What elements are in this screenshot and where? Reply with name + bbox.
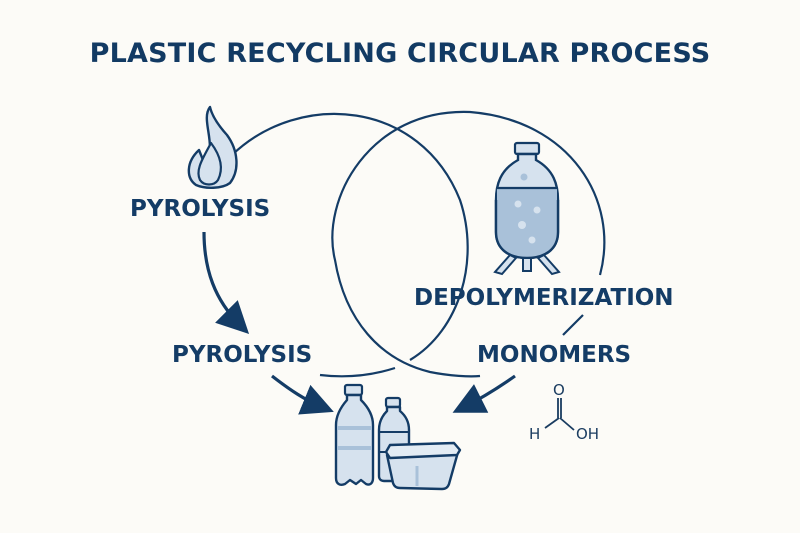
formic-acid-structure-icon: [544, 398, 575, 431]
left-cycle-circle: [231, 112, 469, 378]
monomers-label: MONOMERS: [477, 342, 632, 368]
diagram-title: PLASTIC RECYCLING CIRCULAR PROCESS: [89, 38, 711, 69]
hydroxyl-group-label: OH: [576, 425, 600, 443]
arrow-pyrolysis-down: [202, 231, 250, 335]
depolymerization-label: DEPOLYMERIZATION: [414, 285, 674, 311]
arrow-monomers-to-products: [452, 374, 516, 413]
reactor-vessel-icon: [493, 141, 561, 276]
large-bottle-icon: [334, 383, 375, 486]
flame-icon: [187, 105, 238, 189]
atom-oxygen-label: O: [553, 381, 565, 399]
arrow-pyrolysis-to-products: [271, 374, 334, 415]
pyrolysis-label-bottom: PYROLYSIS: [172, 342, 313, 368]
right-cycle-circle: [331, 110, 606, 378]
food-container-icon: [384, 441, 462, 491]
pyrolysis-label-top: PYROLYSIS: [130, 196, 271, 222]
atom-hydrogen-label: H: [529, 425, 541, 443]
plastic-bottles-and-container-icon: [334, 383, 462, 491]
right-cycle-circle-tail: [562, 314, 584, 336]
